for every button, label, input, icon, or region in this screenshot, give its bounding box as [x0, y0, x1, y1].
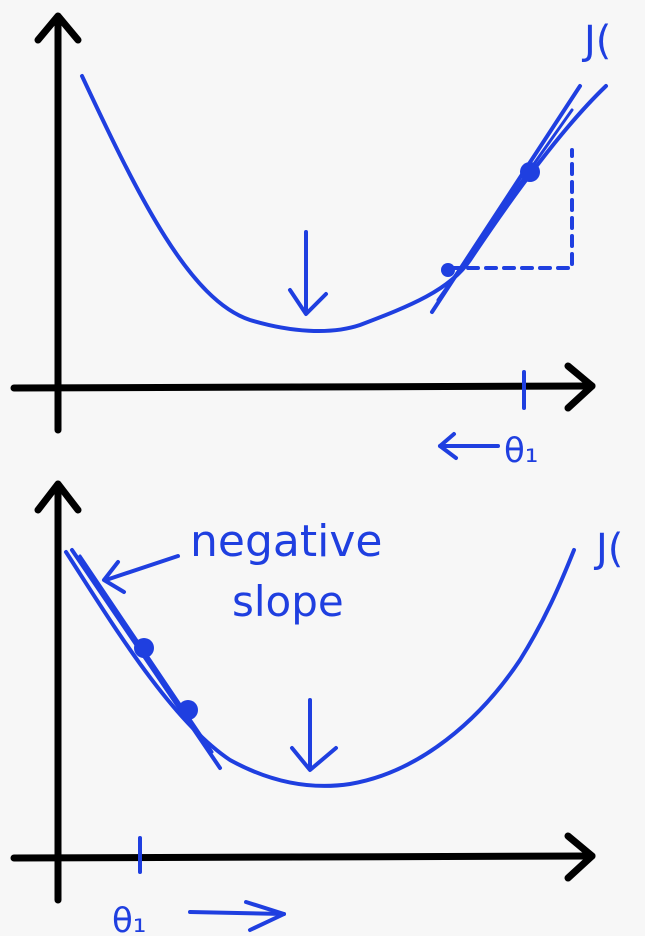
bottom-tangent-line — [70, 548, 222, 770]
bottom-x-axis — [10, 852, 596, 862]
top-x-axis — [10, 382, 596, 392]
top-panel: θ₁ J( — [10, 12, 611, 471]
bottom-cost-curve — [64, 548, 576, 788]
bottom-theta-label: θ₁ — [112, 901, 146, 936]
top-minimum-arrow — [288, 230, 328, 316]
bottom-point-upper — [134, 638, 154, 658]
note-line-2: slope — [232, 577, 344, 626]
bottom-panel: negative slope θ₁ J( — [10, 480, 623, 936]
top-cost-curve — [80, 74, 608, 333]
bottom-axes — [10, 480, 596, 904]
bottom-x-axis-arrowhead — [564, 832, 596, 882]
note-pointer-arrow — [102, 554, 180, 594]
bottom-cost-label: J( — [593, 526, 623, 572]
top-theta-label: θ₁ — [504, 431, 538, 471]
top-cost-label: J( — [581, 18, 611, 64]
right-arrow-icon — [188, 900, 286, 932]
top-tangent-line-2 — [436, 108, 574, 302]
top-point-lower — [441, 263, 455, 277]
note-line-1: negative — [190, 516, 382, 567]
bottom-point-lower — [178, 700, 198, 720]
bottom-minimum-arrow — [290, 698, 338, 772]
top-x-axis-arrowhead — [564, 362, 596, 412]
top-slope-triangle — [448, 148, 574, 270]
top-axes — [10, 12, 596, 434]
left-arrow-icon — [438, 432, 500, 460]
top-point-upper — [520, 162, 540, 182]
bottom-y-axis-arrowhead — [34, 480, 82, 514]
top-y-axis-arrowhead — [34, 12, 82, 44]
